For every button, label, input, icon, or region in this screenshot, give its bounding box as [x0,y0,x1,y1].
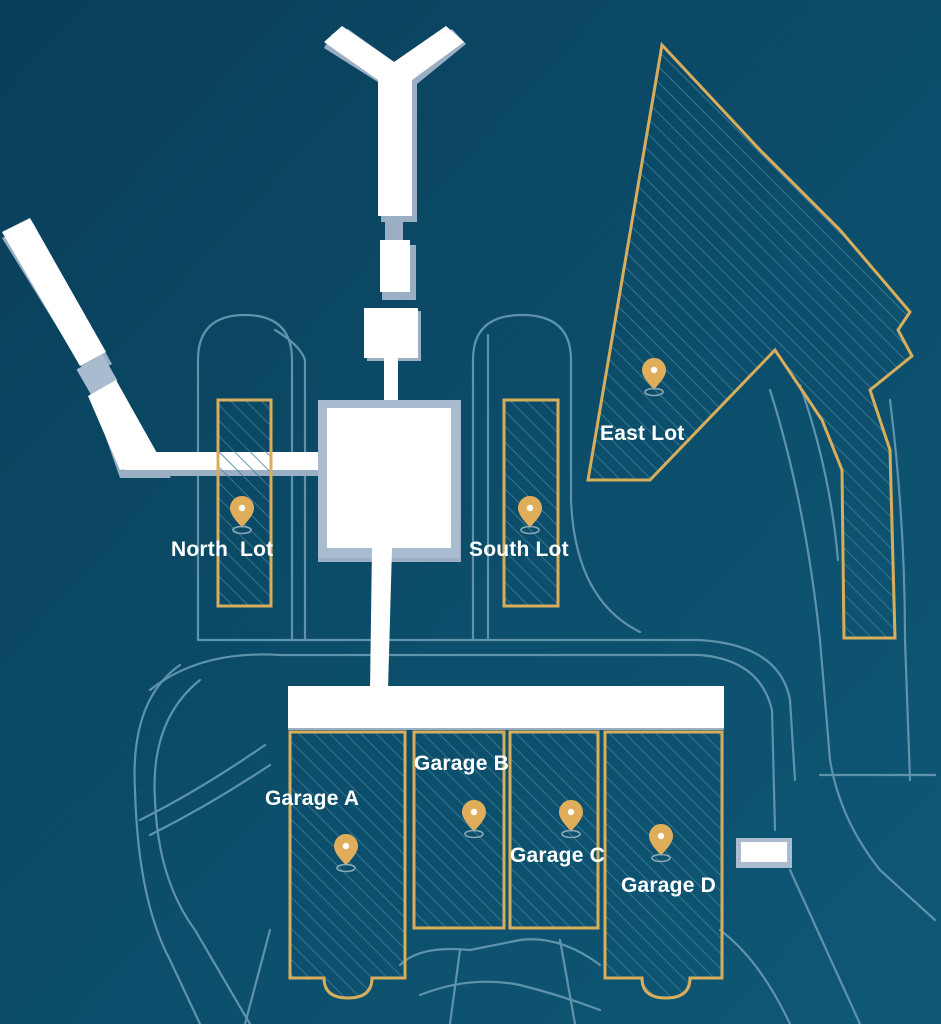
south-lot-label: South Lot [469,538,569,561]
connector-walkway [384,358,398,404]
garage-c-label: Garage C [510,844,605,867]
concourse-west-lower [88,380,162,470]
map-pin-icon[interactable] [641,357,667,397]
north-lot-label: North Lot [171,538,273,561]
garage-b-label: Garage B [414,752,509,775]
garage-b-area[interactable] [412,730,506,930]
terminal-buildings [2,26,792,868]
connector-segment [380,240,410,292]
concourse-y [324,26,464,216]
map-pin-icon[interactable] [648,823,674,863]
east-lot-label: East Lot [600,422,684,445]
connector-block [364,308,418,358]
map-pin-icon[interactable] [517,495,543,535]
map-pin-icon[interactable] [461,799,487,839]
garage-d-label: Garage D [621,874,716,897]
garage-walkway [370,548,392,690]
map-pin-icon[interactable] [333,833,359,873]
map-pin-icon[interactable] [558,799,584,839]
garage-access-bar [288,686,724,728]
lot-labels: North Lot South Lot East Lot Garage A Ga… [171,422,716,897]
garage-d-area[interactable] [603,730,724,1000]
concourse-west-upper [2,218,106,366]
small-building [741,842,787,862]
road-network [133,313,937,1024]
garage-a-label: Garage A [265,787,359,810]
main-terminal [327,408,451,548]
map-pin-icon[interactable] [229,495,255,535]
east-lot-area[interactable] [586,41,914,640]
garage-c-area[interactable] [508,730,600,930]
parking-lots [216,41,914,1000]
